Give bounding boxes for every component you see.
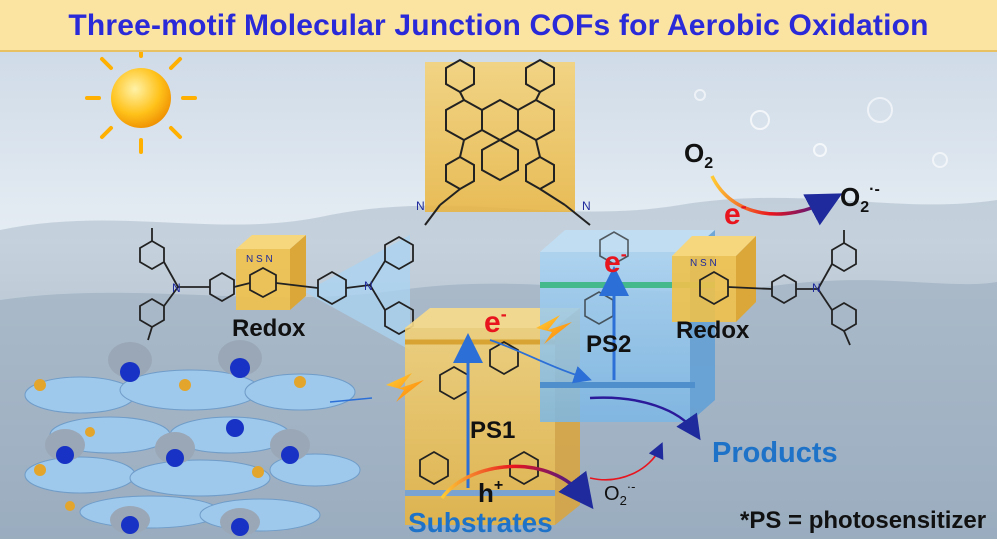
thiadiazole-right: N S N <box>690 258 717 269</box>
imine-n-left: N <box>416 199 425 213</box>
amine-n-right: N <box>812 281 821 295</box>
substrates-label: Substrates <box>408 507 553 538</box>
thiadiazole-left: N S N <box>246 254 273 265</box>
redox-label-right: Redox <box>676 317 750 344</box>
pyrene-node-box <box>425 60 575 212</box>
products-label: Products <box>712 437 838 469</box>
page-title: Three-motif Molecular Junction COFs for … <box>0 9 997 43</box>
title-bar: Three-motif Molecular Junction COFs for … <box>0 0 997 52</box>
amine-n-left: N <box>172 281 181 295</box>
footnote: *PS = photosensitizer <box>740 507 986 534</box>
imine-n-right: N <box>582 199 591 213</box>
redox-label-left: Redox <box>232 315 306 342</box>
amine-n-center: N <box>364 279 373 293</box>
ps2-label: PS2 <box>586 331 631 358</box>
ps1-label: PS1 <box>470 417 515 444</box>
